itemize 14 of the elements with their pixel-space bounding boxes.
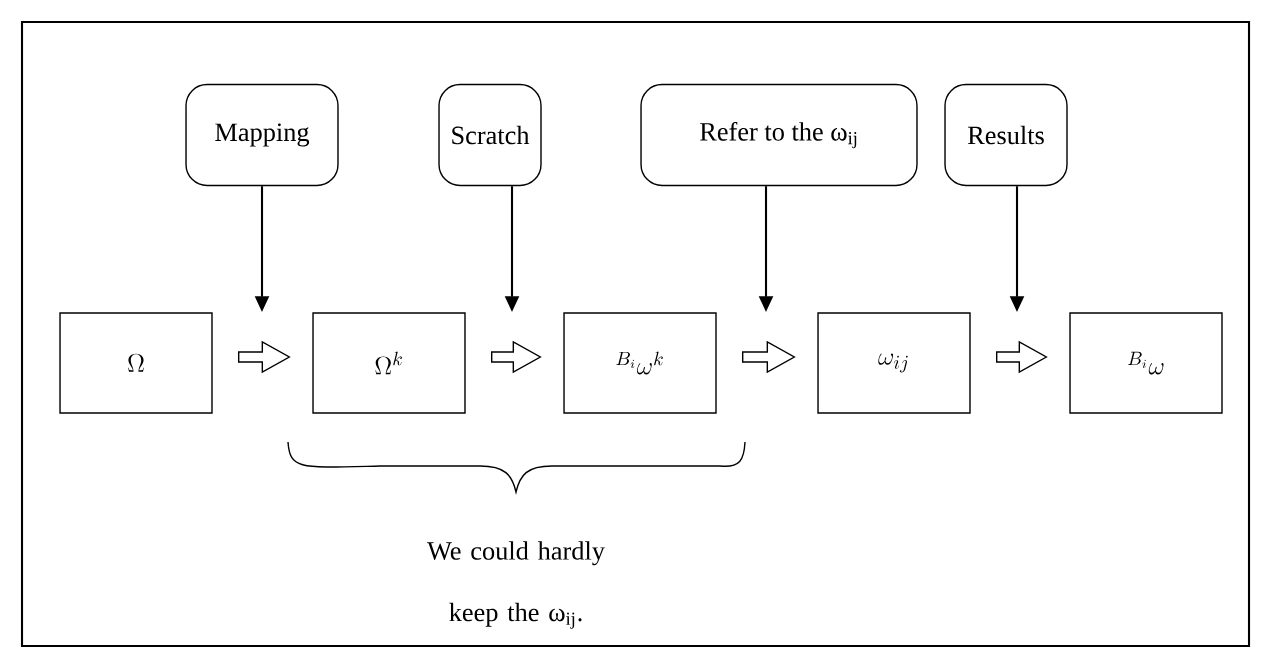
note-text: We could hardly keep the ω$_{ij}$.: [427, 541, 605, 629]
state-box: $\omega_{ij}$: [817, 312, 971, 414]
step-box: Refer to the ω$_{ij}$: [640, 83, 918, 187]
state-box: $\Omega$: [59, 312, 213, 414]
hollow-arrow: [238, 340, 291, 374]
step-box: Mapping: [185, 83, 339, 187]
step-box: Results: [944, 83, 1068, 187]
state-box: $\Omega^{k}$: [312, 312, 466, 414]
state-box: ${}^{B_i}\omega^{k}$: [563, 312, 717, 414]
state-box: ${}^{B_i}\omega$: [1069, 312, 1223, 414]
step-box: Scratch: [438, 83, 542, 187]
hollow-arrow: [742, 340, 796, 374]
hollow-arrow: [996, 340, 1048, 374]
hollow-arrow: [491, 340, 542, 374]
